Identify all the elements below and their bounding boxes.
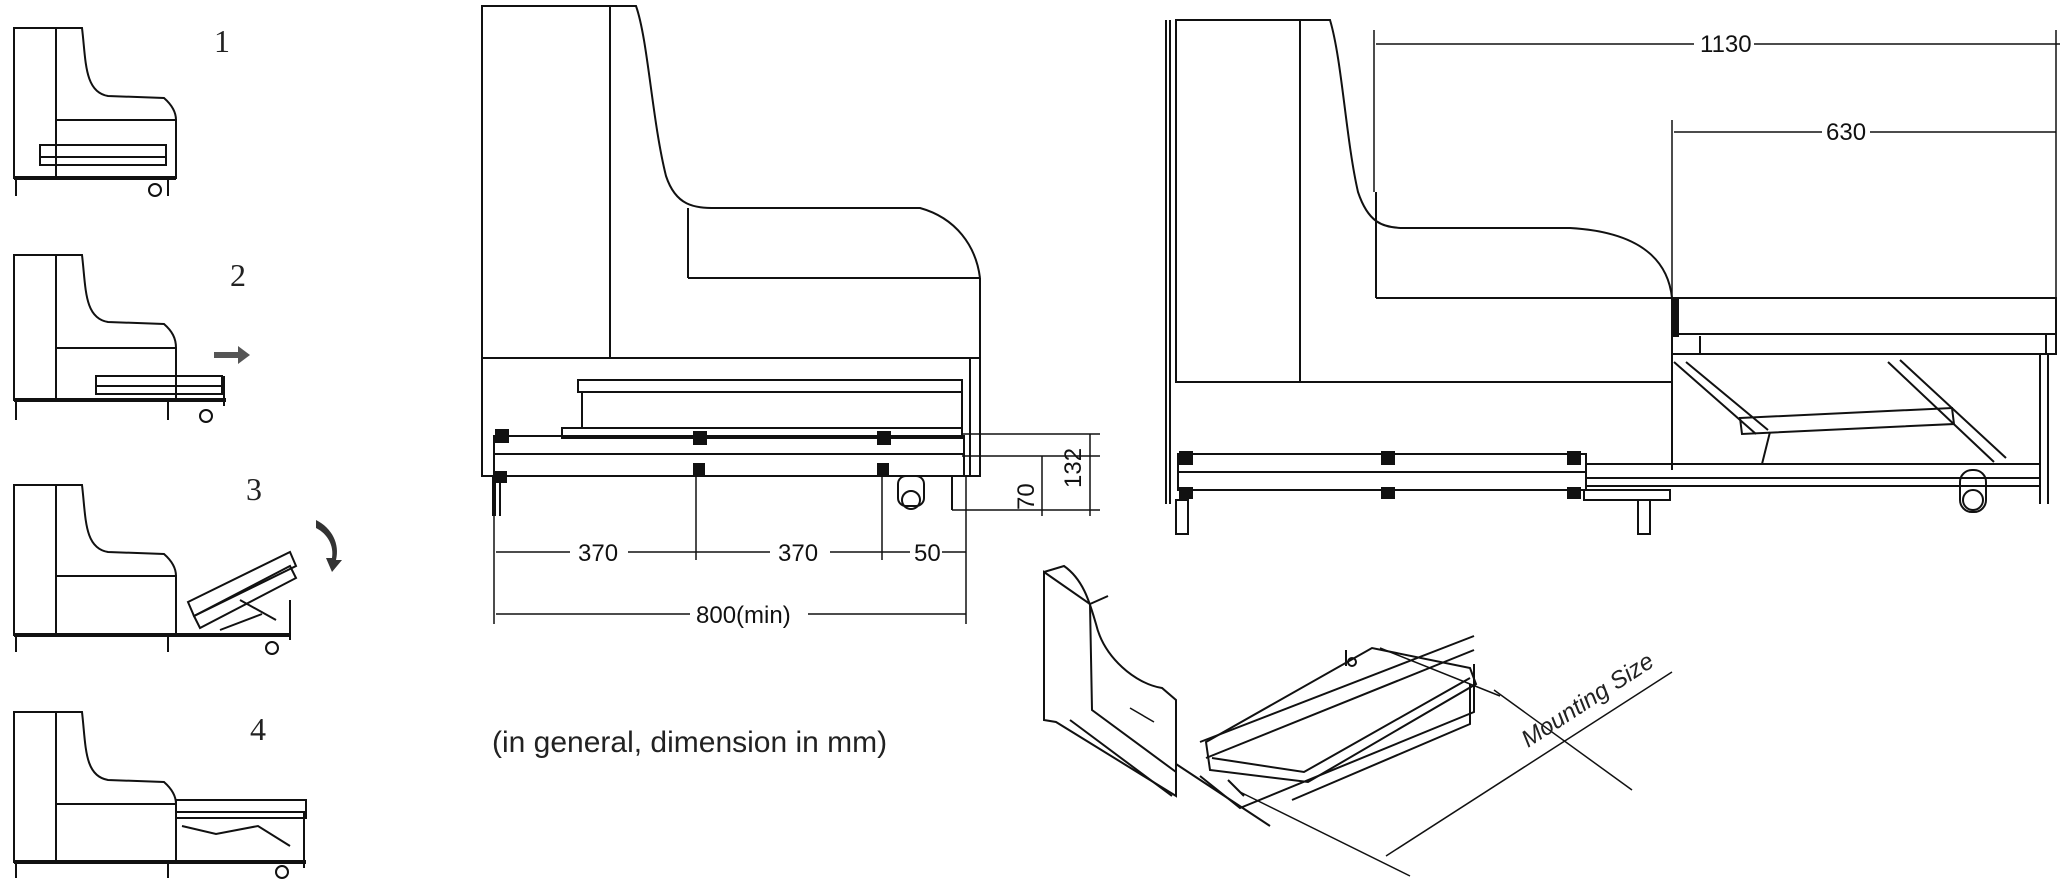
perspective-view-drawing [1043,564,1673,877]
dim-370-left: 370 [578,540,618,567]
step-2-label: 2 [230,257,246,293]
step-4-label: 4 [250,711,266,747]
dim-800-min: 800(min) [696,602,791,629]
step-1-sketch [13,27,177,197]
units-note: (in general, dimension in mm) [492,726,887,759]
dim-370-right: 370 [778,540,818,567]
step-2-sketch [13,254,226,423]
side-elevation-drawing [1165,19,2060,535]
dim-70: 70 [1013,483,1040,510]
step-4-sketch [13,711,307,879]
dim-630: 630 [1826,119,1866,146]
step-3-label: 3 [246,471,262,507]
dim-132: 132 [1060,448,1087,488]
step-1-label: 1 [214,23,230,59]
dim-50: 50 [914,540,941,567]
step-3-sketch [13,484,298,655]
dim-1130: 1130 [1700,31,1752,58]
pull-arrow-icon [214,346,250,364]
rotate-arrow-icon [316,520,342,572]
mounting-size-label: Mounting Size [1517,648,1659,753]
front-elevation-drawing [481,5,1100,624]
